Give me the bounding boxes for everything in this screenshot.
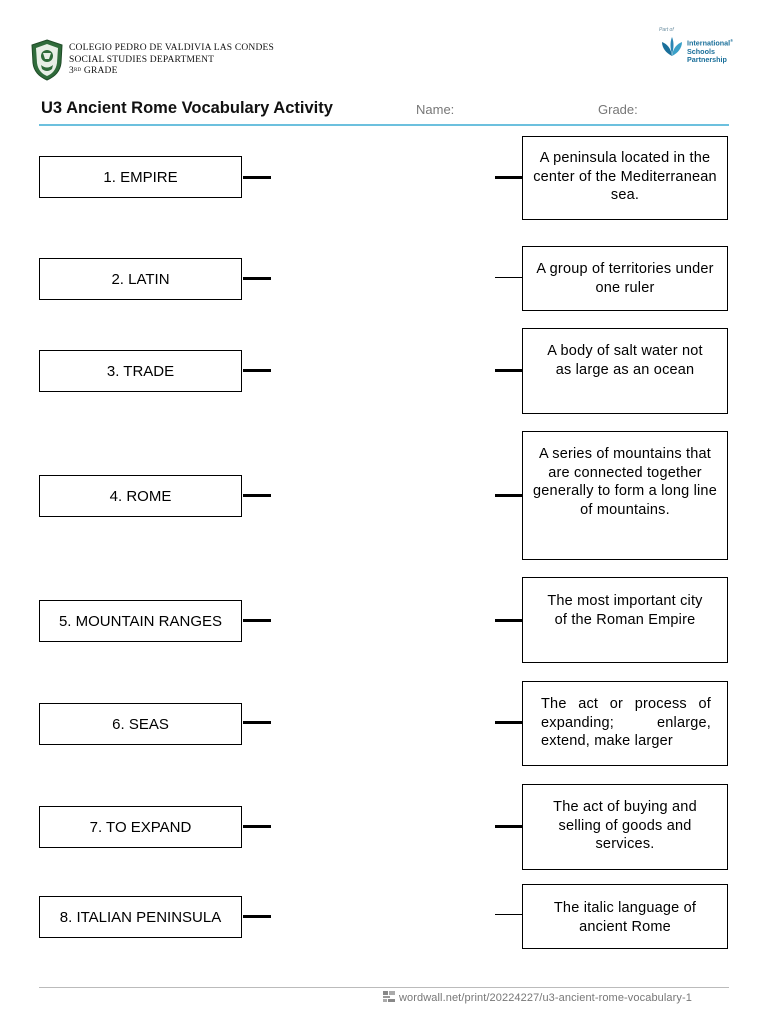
term-connector-7[interactable] — [243, 825, 271, 828]
term-connector-2[interactable] — [243, 277, 271, 280]
name-field-label: Name: — [416, 102, 455, 117]
term-label: 4. ROME — [109, 487, 172, 505]
term-connector-6[interactable] — [243, 721, 271, 724]
partner-leaf-icon — [662, 37, 682, 56]
term-label: 6. SEAS — [112, 715, 169, 733]
footer-divider — [39, 987, 729, 988]
term-label: 3. TRADE — [106, 362, 175, 380]
term-box-1[interactable]: 1. EMPIRE — [39, 156, 242, 198]
definition-connector-3[interactable] — [495, 369, 522, 372]
definition-text: A peninsula located in the center of the… — [533, 150, 717, 204]
definition-box-5[interactable]: The most important city of the Roman Emp… — [522, 577, 728, 663]
department-name: SOCIAL STUDIES DEPARTMENT — [69, 54, 215, 65]
worksheet-title: U3 Ancient Rome Vocabulary Activity — [41, 99, 333, 117]
definition-box-3[interactable]: A body of salt water not as large as an … — [522, 328, 728, 414]
term-connector-4[interactable] — [243, 494, 271, 497]
wordwall-logo-icon — [383, 991, 395, 1002]
definition-box-6[interactable]: The act or process of expanding; enlarge… — [522, 681, 728, 766]
definition-box-7[interactable]: The act of buying and selling of goods a… — [522, 784, 728, 870]
definition-text: The most important city of the Roman Emp… — [547, 593, 703, 628]
term-box-2[interactable]: 2. LATIN — [39, 258, 242, 300]
term-box-5[interactable]: 5. MOUNTAIN RANGES — [39, 600, 242, 642]
term-label: 5. MOUNTAIN RANGES — [58, 612, 223, 630]
definition-connector-8[interactable] — [495, 914, 522, 915]
definition-text: A group of territories under one ruler — [536, 261, 714, 296]
term-connector-5[interactable] — [243, 619, 271, 622]
term-label: 8. ITALIAN PENINSULA — [59, 908, 222, 926]
definition-box-2[interactable]: A group of territories under one ruler — [522, 246, 728, 311]
term-box-8[interactable]: 8. ITALIAN PENINSULA — [39, 896, 242, 938]
definition-connector-4[interactable] — [495, 494, 522, 497]
school-name: COLEGIO PEDRO DE VALDIVIA LAS CONDES — [69, 43, 275, 53]
definition-box-8[interactable]: The italic language of ancient Rome — [522, 884, 728, 949]
grade-level: 3RD GRADE — [69, 66, 118, 76]
term-connector-1[interactable] — [243, 176, 271, 179]
definition-box-1[interactable]: A peninsula located in the center of the… — [522, 136, 728, 220]
term-label: 1. EMPIRE — [103, 168, 178, 186]
school-heading: COLEGIO PEDRO DE VALDIVIA LAS CONDES SOC… — [69, 43, 274, 78]
grade-field-label: Grade: — [598, 102, 638, 117]
definition-text: A body of salt water not as large as an … — [547, 343, 703, 378]
term-box-7[interactable]: 7. TO EXPAND — [39, 806, 242, 848]
term-box-4[interactable]: 4. ROME — [39, 475, 242, 517]
term-label: 2. LATIN — [111, 270, 170, 288]
term-connector-8[interactable] — [243, 915, 271, 918]
definition-connector-2[interactable] — [495, 277, 522, 278]
definition-connector-5[interactable] — [495, 619, 522, 622]
definition-text: The act of buying and selling of goods a… — [553, 799, 697, 853]
definition-connector-6[interactable] — [495, 721, 522, 724]
definition-text: The act or process of expanding; enlarge… — [541, 696, 711, 750]
definition-connector-1[interactable] — [495, 176, 522, 179]
definition-text: The italic language of ancient Rome — [553, 900, 697, 935]
term-box-3[interactable]: 3. TRADE — [39, 350, 242, 392]
definition-text: A series of mountains that are connected… — [533, 446, 717, 518]
term-box-6[interactable]: 6. SEAS — [39, 703, 242, 745]
source-url[interactable]: wordwall.net/print/20224227/u3-ancient-r… — [399, 992, 692, 1004]
partner-logo: Part of International® Schools Partnersh… — [659, 27, 749, 67]
title-divider — [39, 124, 729, 126]
partner-name: International® Schools Partnership — [687, 38, 734, 64]
partner-prefix: Part of — [659, 27, 674, 33]
definition-connector-7[interactable] — [495, 825, 522, 828]
school-crest-logo — [31, 39, 63, 81]
term-label: 7. TO EXPAND — [89, 818, 192, 836]
definition-box-4[interactable]: A series of mountains that are connected… — [522, 431, 728, 560]
term-connector-3[interactable] — [243, 369, 271, 372]
